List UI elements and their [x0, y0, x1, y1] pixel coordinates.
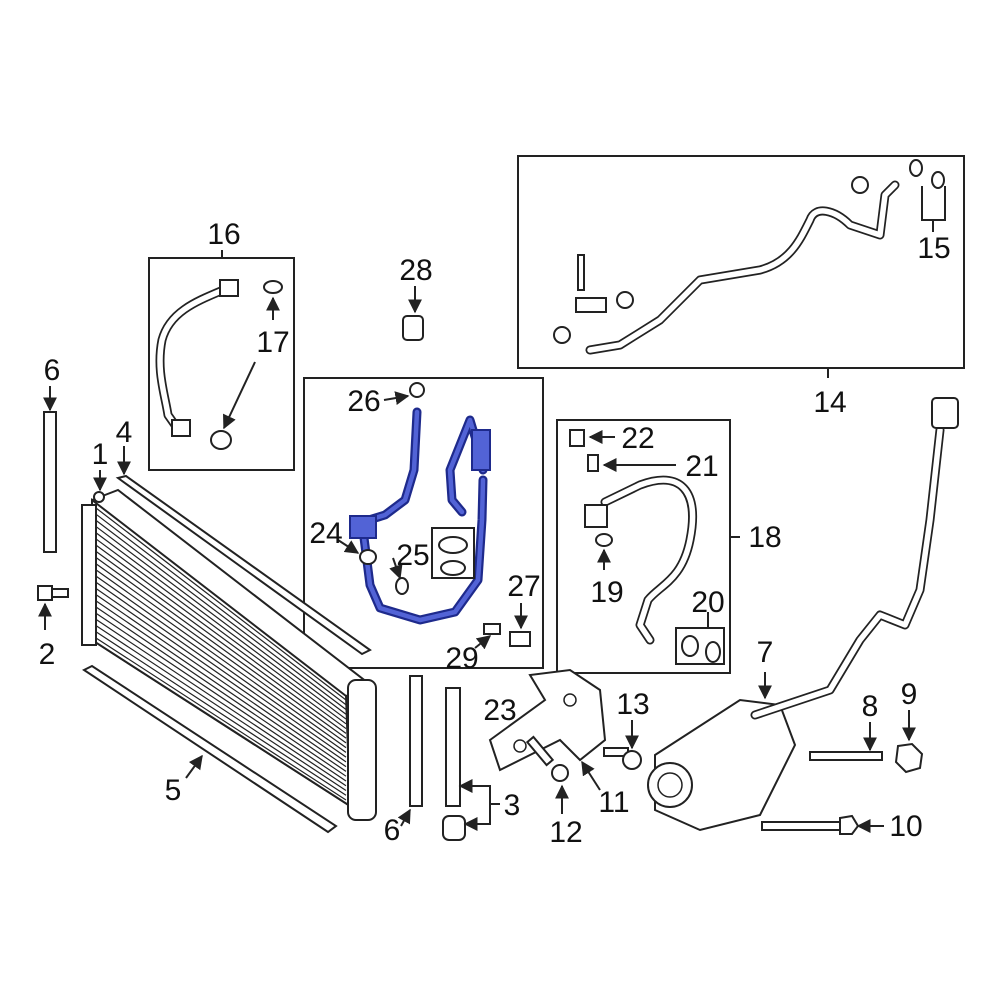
callout-13: 13: [616, 688, 649, 721]
callout-18: 18: [748, 521, 781, 554]
condenser-fin: [95, 631, 347, 796]
callout-16: 16: [207, 218, 240, 251]
condenser-fin: [95, 563, 347, 744]
callout-11: 11: [598, 786, 629, 819]
o-ring-19: [595, 533, 613, 547]
seal-strip-5: [82, 664, 338, 834]
box-23: [303, 377, 544, 669]
condenser-fin: [95, 575, 347, 753]
side-bracket-3: [445, 687, 461, 807]
o-ring-25: [395, 577, 409, 595]
callout-3: 3: [504, 789, 521, 822]
hose-14: [553, 176, 900, 355]
callout-2: 2: [39, 638, 56, 671]
condenser: [81, 488, 377, 821]
callout-10: 10: [889, 810, 922, 843]
hose-23-highlighted: [349, 407, 491, 625]
callout-24: 24: [309, 517, 342, 550]
callout-6-left: 6: [44, 354, 61, 387]
cap-26: [409, 382, 425, 398]
callout-7: 7: [757, 636, 774, 669]
callout-1: 1: [92, 438, 109, 471]
callout-26: 26: [347, 385, 380, 418]
callout-25: 25: [396, 539, 429, 572]
o-ring-24: [359, 549, 377, 565]
valve-core-29: [483, 623, 501, 635]
callout-9: 9: [901, 678, 918, 711]
callout-15: 15: [917, 232, 950, 265]
callout-5: 5: [165, 774, 182, 807]
callout-21: 21: [685, 450, 718, 483]
stud-8: [809, 751, 883, 761]
bolt-10: [761, 814, 860, 835]
condenser-fin: [95, 612, 347, 782]
callout-14: 14: [813, 386, 846, 419]
valve-21: [587, 454, 599, 472]
side-bracket-6-right: [409, 675, 423, 807]
condenser-fin: [95, 544, 347, 730]
callout-19: 19: [590, 576, 623, 609]
condenser-fin: [95, 507, 347, 701]
nut-9: [894, 742, 924, 774]
condenser-fin: [95, 519, 347, 711]
callout-27: 27: [507, 570, 540, 603]
o-ring-15-a: [909, 159, 923, 177]
condenser-fin: [95, 594, 347, 768]
o-ring-17-bottom: [210, 430, 232, 450]
condenser-fin: [95, 569, 347, 749]
o-ring-15-b: [931, 171, 945, 189]
hose-16: [155, 279, 239, 437]
callout-22: 22: [621, 422, 654, 455]
condenser-fin: [95, 625, 347, 791]
box-18: [556, 419, 731, 674]
callout-28: 28: [399, 254, 432, 287]
valve-27: [509, 631, 531, 647]
bracket-11: [488, 668, 607, 772]
gasket-box-20: [675, 627, 725, 665]
condenser-fin: [95, 513, 347, 706]
seal-strip-4: [115, 474, 372, 656]
condenser-fin: [95, 550, 347, 734]
callout-12: 12: [549, 816, 582, 849]
side-bracket-6-left: [43, 411, 57, 553]
sensor-22: [569, 429, 585, 447]
condenser-fin: [95, 587, 347, 763]
condenser-fin: [95, 637, 347, 801]
condenser-fin: [95, 532, 347, 720]
condenser-fin: [95, 538, 347, 725]
callout-23: 23: [483, 694, 516, 727]
grommet-28: [402, 315, 424, 341]
compressor: [647, 698, 797, 832]
box-14: [517, 155, 965, 369]
callout-29: 29: [445, 642, 478, 675]
callout-6-right: 6: [384, 814, 401, 847]
bolt-2: [37, 585, 69, 601]
gasket-box-25: [431, 527, 475, 579]
callout-20: 20: [691, 586, 724, 619]
callout-8: 8: [862, 690, 879, 723]
bolt-13: [603, 747, 642, 770]
callout-17: 17: [256, 326, 289, 359]
bolt-12: [525, 735, 569, 782]
condenser-fin: [95, 618, 347, 787]
condenser-fin: [95, 526, 347, 715]
wire-harness: [750, 397, 959, 720]
condenser-fin: [95, 606, 347, 777]
condenser-fin: [95, 557, 347, 739]
hose-18: [584, 475, 698, 645]
callout-4: 4: [116, 416, 133, 449]
condenser-fin: [95, 581, 347, 758]
condenser-fin: [95, 600, 347, 772]
o-ring-17-top: [263, 280, 283, 294]
bushing-3: [442, 815, 466, 841]
